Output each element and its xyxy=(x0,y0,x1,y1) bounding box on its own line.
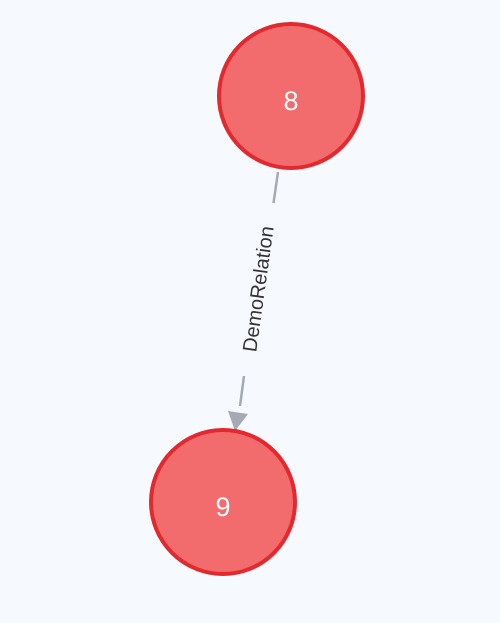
node-8-circle[interactable] xyxy=(217,22,365,170)
node-9-circle[interactable] xyxy=(149,428,297,576)
edge-arrowhead xyxy=(228,411,248,431)
node-9-label: 9 xyxy=(215,492,230,522)
node-8-label: 8 xyxy=(283,86,298,116)
edge-line-upper xyxy=(272,171,280,204)
node-9[interactable]: 9 xyxy=(149,428,297,576)
node-8[interactable]: 8 xyxy=(217,22,365,170)
edge-label: DemoRelation xyxy=(239,225,278,354)
edge-demorelation[interactable]: DemoRelation xyxy=(228,171,280,431)
edge-line-lower xyxy=(238,375,246,407)
